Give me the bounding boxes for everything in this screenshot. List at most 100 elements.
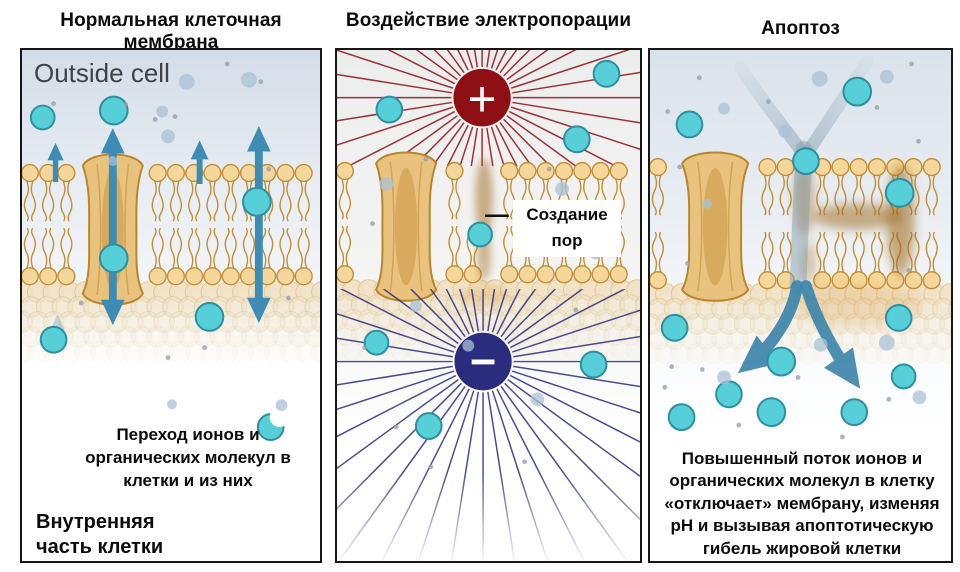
- lipid-tail: [870, 231, 877, 274]
- lipid-tail: [188, 227, 194, 270]
- membrane-inner-texture: [900, 327, 923, 350]
- lipid-tail: [224, 227, 230, 270]
- small-particle: [795, 375, 801, 380]
- lipid-tail: [816, 231, 822, 274]
- lipid-tail: [30, 227, 37, 270]
- small-particle: [78, 300, 84, 306]
- small-particle: [362, 345, 368, 351]
- field-line: [337, 106, 454, 146]
- ion-molecule: [715, 380, 743, 409]
- small-particle: [669, 364, 675, 369]
- lipid-tail: [768, 231, 774, 274]
- lipid-tail: [932, 231, 938, 274]
- membrane-damage-smudge: [800, 241, 816, 286]
- lipid-tail: [338, 225, 345, 268]
- phospholipid: [294, 227, 313, 286]
- field-line: [337, 382, 462, 510]
- lipid-head: [337, 161, 354, 181]
- lipid-head: [185, 267, 204, 286]
- lipid-tail: [925, 231, 931, 274]
- lipid-tail: [304, 227, 310, 270]
- lipid-head: [554, 265, 574, 284]
- lipid-tail: [779, 173, 785, 216]
- small-particle: [916, 138, 921, 144]
- lipid-tail: [151, 227, 157, 270]
- small-particle: [546, 166, 552, 172]
- lipid-tail: [23, 179, 30, 222]
- pore-creation-label: Создание пор: [513, 200, 621, 257]
- ion-molecule: [29, 104, 56, 131]
- lipid-tail: [841, 231, 847, 274]
- faded-molecule: [530, 392, 545, 407]
- faded-molecule: [241, 71, 257, 88]
- lipid-tail: [651, 173, 658, 216]
- lipid-head: [337, 265, 354, 284]
- membrane-inner-texture: [216, 340, 239, 363]
- phospholipid: [922, 157, 941, 216]
- lipid-tail: [338, 177, 345, 220]
- lipid-tail: [345, 225, 352, 268]
- field-line: [340, 289, 457, 349]
- lipid-tail: [651, 231, 658, 274]
- lipid-head: [573, 265, 592, 284]
- lipid-tail: [455, 225, 461, 268]
- small-particle: [665, 109, 671, 114]
- membrane-inner-texture: [304, 325, 320, 348]
- small-particle: [874, 105, 880, 110]
- faded-molecule: [178, 73, 195, 90]
- membrane-inner-texture: [311, 311, 320, 333]
- small-particle: [123, 102, 128, 107]
- panel-normal: Outside cell Переход ионов и органически…: [20, 48, 322, 563]
- membrane-inner-texture: [337, 338, 348, 361]
- phospholipid: [22, 227, 39, 286]
- lipid-tail: [67, 179, 73, 222]
- faded-molecule: [107, 156, 118, 167]
- small-particle: [840, 434, 845, 440]
- small-particle: [165, 355, 171, 360]
- membrane-inner-texture: [932, 298, 951, 320]
- lipid-tail: [194, 227, 201, 270]
- lipid-head: [166, 267, 186, 286]
- field-line: [417, 390, 475, 561]
- lipid-head: [904, 271, 923, 290]
- faded-molecule: [878, 334, 895, 351]
- inflow-stream: [734, 61, 811, 162]
- lipid-head: [294, 163, 313, 183]
- field-line: [382, 289, 459, 345]
- phospholipid: [758, 157, 777, 216]
- ion-molecule: [660, 313, 689, 342]
- lipid-head: [221, 267, 240, 286]
- lipid-tail: [914, 231, 920, 274]
- pore-glow: [459, 284, 511, 308]
- membrane-inner-texture: [341, 308, 364, 331]
- faded-molecule: [813, 337, 828, 352]
- membrane-inner-texture: [22, 340, 33, 363]
- lipid-tail: [304, 179, 310, 222]
- phospholipid: [221, 227, 240, 286]
- ion-molecule: [884, 177, 915, 208]
- lipid-head: [500, 161, 519, 181]
- protein-channel: [681, 151, 750, 302]
- field-line: [337, 73, 452, 94]
- lipid-head: [591, 265, 610, 284]
- protein-channel: [375, 151, 438, 302]
- lipid-tail: [42, 179, 48, 222]
- membrane-inner-texture: [635, 295, 640, 315]
- lipid-head: [831, 157, 850, 177]
- ion-molecule: [563, 125, 591, 154]
- phospholipid: [849, 157, 868, 216]
- ion-molecule: [194, 302, 225, 332]
- lipid-head: [445, 265, 464, 284]
- phospholipid: [813, 231, 832, 290]
- lipid-tail: [925, 173, 931, 216]
- field-line: [387, 50, 456, 85]
- membrane-inner-texture: [702, 312, 725, 335]
- membrane-inner-texture: [177, 325, 200, 348]
- membrane-inner-texture: [295, 310, 318, 333]
- phospholipid: [39, 227, 58, 286]
- phospholipid: [500, 161, 519, 220]
- lipid-head: [609, 265, 628, 284]
- lipid-tail: [213, 227, 219, 270]
- field-line: [487, 391, 516, 561]
